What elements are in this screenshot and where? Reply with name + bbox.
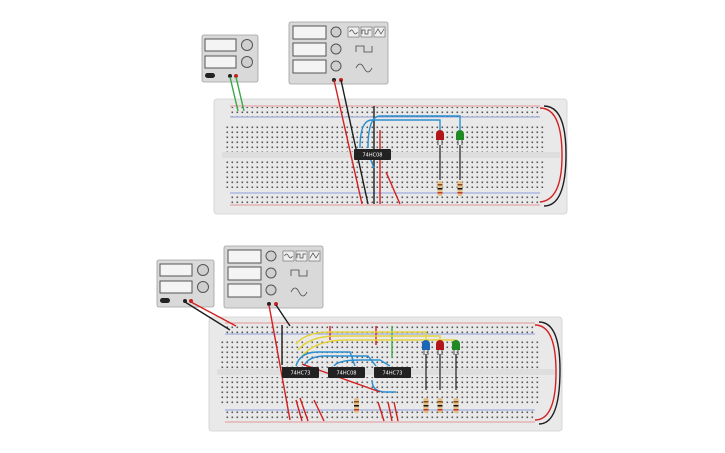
voltage-knob[interactable]	[197, 264, 209, 276]
power-switch[interactable]	[205, 73, 215, 78]
resistor-lower-4[interactable]	[453, 398, 459, 413]
lower-circuit: 74HC73 74HC08 74HC73	[156, 245, 563, 432]
terminal-strip-a[interactable]	[225, 124, 545, 152]
power-rail-bottom[interactable]	[230, 194, 540, 204]
square-wave-icon	[355, 45, 373, 53]
frequency-knob[interactable]	[265, 250, 277, 262]
terminal-positive[interactable]	[234, 74, 238, 78]
resistor-upper-1[interactable]	[437, 181, 443, 196]
power-supply-display-current	[159, 280, 193, 294]
led-lower-blue[interactable]	[422, 340, 430, 355]
square-wave-icon	[290, 269, 308, 277]
amplitude-knob[interactable]	[265, 267, 277, 279]
fg-display-frequency	[292, 25, 327, 40]
power-supply-lower[interactable]	[156, 259, 215, 308]
terminal-strip-b[interactable]	[225, 160, 545, 188]
power-rail-top[interactable]	[230, 107, 540, 117]
resistor-upper-2[interactable]	[457, 181, 463, 196]
amplitude-knob[interactable]	[330, 43, 342, 55]
square-wave-button[interactable]	[295, 250, 308, 262]
ic-chip-upper-1-label: 74HC08	[363, 153, 383, 159]
fg-display-amplitude	[227, 266, 262, 281]
power-supply-display-voltage	[159, 263, 193, 277]
power-rail-bottom[interactable]	[225, 411, 535, 421]
function-generator-upper[interactable]	[288, 21, 389, 85]
power-switch[interactable]	[160, 298, 170, 303]
power-rail-top[interactable]	[225, 324, 535, 334]
current-knob[interactable]	[197, 281, 209, 293]
ic-chip-upper-1[interactable]: 74HC08	[354, 149, 391, 160]
ic-chip-lower-1-label: 74HC73	[291, 371, 311, 377]
ic-chip-lower-3[interactable]: 74HC73	[374, 367, 411, 378]
ic-chip-lower-1[interactable]: 74HC73	[282, 367, 319, 378]
terminal-negative[interactable]	[228, 74, 232, 78]
power-supply-upper[interactable]	[201, 34, 259, 83]
offset-knob[interactable]	[265, 284, 277, 296]
led-lower-red[interactable]	[436, 340, 444, 355]
upper-circuit: 74HC08	[201, 21, 568, 215]
fg-display-amplitude	[292, 42, 327, 57]
fg-display-frequency	[227, 249, 262, 264]
fg-display-offset	[292, 59, 327, 74]
ic-chip-lower-2-label: 74HC08	[337, 371, 357, 377]
ic-chip-lower-2[interactable]: 74HC08	[328, 367, 365, 378]
power-supply-display-current	[204, 55, 237, 69]
fg-display-offset	[227, 283, 262, 298]
current-knob[interactable]	[241, 56, 253, 68]
sine-wave-icon	[355, 63, 373, 73]
voltage-knob[interactable]	[241, 39, 253, 51]
fg-terminal-negative[interactable]	[267, 302, 271, 306]
ic-chip-lower-3-label: 74HC73	[383, 371, 403, 377]
terminal-strip-a[interactable]	[220, 341, 540, 369]
resistor-lower-2[interactable]	[423, 398, 429, 413]
power-supply-display-voltage	[204, 38, 237, 52]
frequency-knob[interactable]	[330, 26, 342, 38]
square-wave-button[interactable]	[360, 26, 373, 38]
led-upper-green[interactable]	[456, 130, 464, 145]
led-upper-red[interactable]	[436, 130, 444, 145]
sine-wave-icon	[290, 287, 308, 297]
offset-knob[interactable]	[330, 60, 342, 72]
resistor-lower-3[interactable]	[437, 398, 443, 413]
fg-terminal-positive[interactable]	[274, 302, 278, 306]
led-lower-green[interactable]	[452, 340, 460, 355]
resistor-lower-1[interactable]	[354, 398, 359, 413]
function-generator-lower[interactable]	[223, 245, 324, 309]
